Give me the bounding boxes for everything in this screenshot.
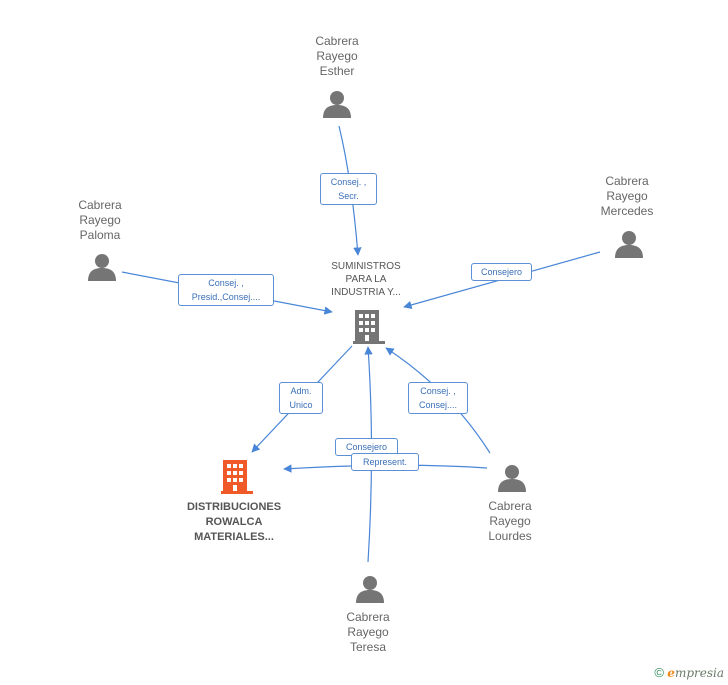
brand-logo-text: mpresia (674, 666, 724, 680)
node-distribuciones-label[interactable]: DISTRIBUCIONES ROWALCA MATERIALES... (186, 501, 282, 543)
building-icon-focus (221, 460, 253, 494)
edge-label-lourdes-suministros[interactable]: Consej. , Consej.... (408, 382, 468, 414)
node-paloma-label[interactable]: Cabrera Rayego Paloma (78, 198, 122, 242)
node-suministros-label[interactable]: SUMINISTROS PARA LA INDUSTRIA Y... (331, 261, 401, 298)
building-icon (353, 310, 385, 344)
node-esther-label[interactable]: Cabrera Rayego Esther (315, 34, 359, 78)
person-icon (615, 231, 643, 258)
person-icon (356, 576, 384, 603)
edge-label-mercedes[interactable]: Consejero (471, 263, 532, 281)
edge-label-paloma[interactable]: Consej. , Presid.,Consej.... (178, 274, 274, 306)
copyright-icon: © (654, 665, 664, 680)
person-icon (88, 254, 116, 281)
edge-label-adm-unico[interactable]: Adm. Unico (279, 382, 323, 414)
person-icon (323, 91, 351, 118)
node-mercedes-label[interactable]: Cabrera Rayego Mercedes (600, 174, 654, 218)
node-lourdes-label[interactable]: Cabrera Rayego Lourdes (488, 499, 532, 543)
edge-label-lourdes-distribuciones[interactable]: Represent. (351, 453, 419, 471)
node-teresa-label[interactable]: Cabrera Rayego Teresa (346, 610, 390, 654)
edge-label-esther[interactable]: Consej. , Secr. (320, 173, 377, 205)
empresia-watermark: © empresia (654, 665, 724, 680)
person-icon (498, 465, 526, 492)
brand-logo-initial: e (667, 666, 675, 680)
